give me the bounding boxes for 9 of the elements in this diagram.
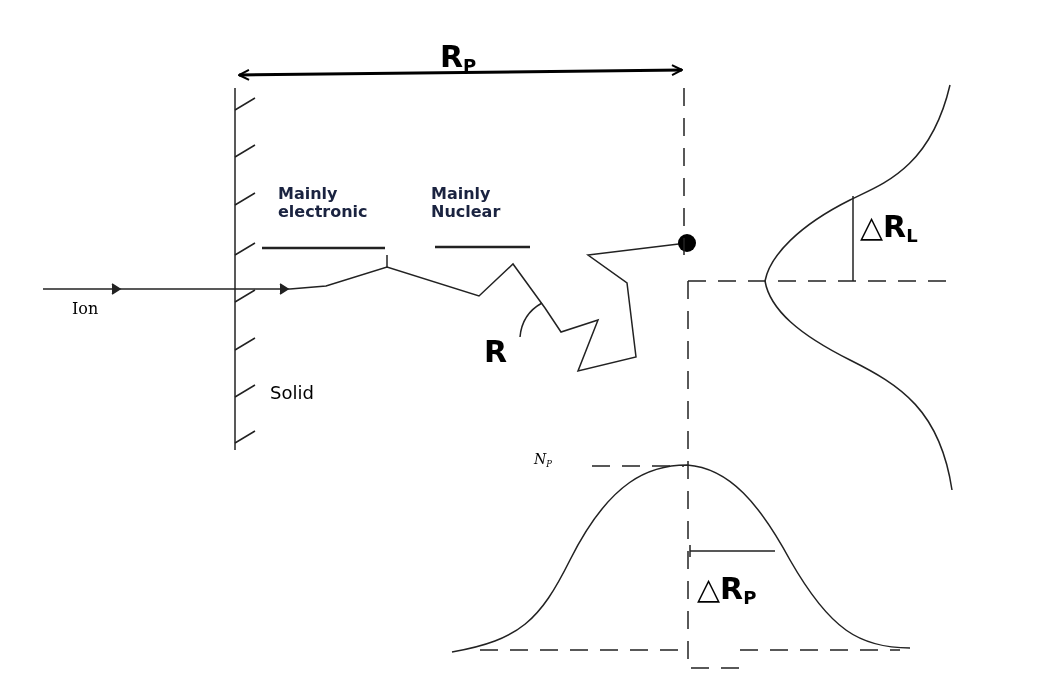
region-label: Mainly Nuclear (431, 185, 502, 221)
region-label: Mainly electronic (278, 185, 369, 221)
dimension-label: R$_{P}$ (440, 40, 477, 77)
dimension-label: △R$_{L}$ (860, 210, 918, 247)
range-label: R (484, 335, 508, 368)
dimension-label: △R$_{P}$ (697, 572, 757, 609)
solid-label: Solid (270, 383, 314, 403)
peak-label: N$_{P}$ (534, 452, 552, 469)
ion-label: Ion (72, 300, 99, 318)
